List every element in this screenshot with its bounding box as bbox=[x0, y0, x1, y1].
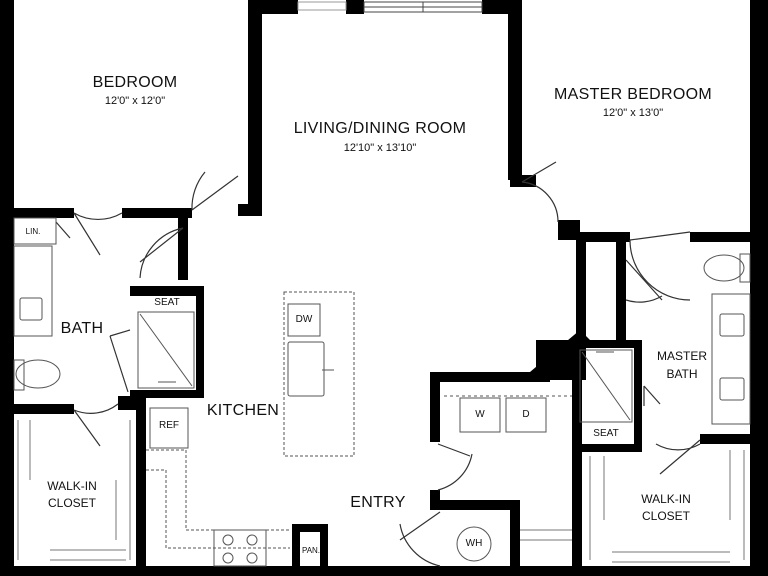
wall-seat-box bbox=[130, 286, 204, 296]
door-rcloset bbox=[655, 439, 701, 475]
fixtures bbox=[13, 217, 751, 567]
wall-mbath-inner bbox=[616, 240, 626, 340]
wall-master-bottom-c bbox=[690, 232, 750, 242]
wall-wh-box-top bbox=[440, 500, 512, 510]
room-kitchen-name: KITCHEN bbox=[206, 402, 280, 419]
bath-sink-icon bbox=[19, 297, 43, 321]
fixture-pantry-label: PAN. bbox=[301, 546, 321, 555]
room-walkin-left-line2: CLOSET bbox=[47, 496, 96, 510]
door-laundry bbox=[437, 443, 473, 491]
room-bedroom-name: BEDROOM bbox=[92, 74, 178, 91]
kitchen-counter bbox=[146, 449, 290, 531]
kitchen-island bbox=[283, 291, 355, 457]
wall-mbath-seat-right bbox=[634, 340, 642, 450]
refrigerator bbox=[149, 407, 189, 449]
room-master-bath-line1: MASTER bbox=[656, 349, 707, 363]
door-entry bbox=[399, 511, 441, 567]
fixture-dryer-label: D bbox=[522, 409, 530, 420]
fixture-water-heater-label: WH bbox=[465, 538, 483, 549]
door-mbath-closet bbox=[625, 259, 663, 303]
wall-laundry-diagonal bbox=[530, 330, 590, 382]
wall-left bbox=[0, 0, 14, 576]
wall-pantry bbox=[292, 524, 328, 532]
bath-vanity bbox=[13, 245, 53, 337]
dishwasher bbox=[287, 303, 321, 337]
wall-rcloset-left bbox=[572, 340, 582, 566]
wall-top-mid bbox=[346, 0, 364, 14]
wall-pantry-right bbox=[320, 524, 328, 566]
wall-closet-right bbox=[136, 396, 146, 566]
door-bath-shower bbox=[109, 329, 131, 393]
wall-mbath-seat bbox=[572, 340, 642, 348]
island-sink bbox=[287, 341, 325, 397]
fixture-seat-left-label: SEAT bbox=[154, 297, 180, 308]
dryer bbox=[505, 397, 547, 433]
room-living-size: 12'10" x 13'10" bbox=[343, 142, 417, 154]
door-bedroom bbox=[191, 171, 239, 211]
wall-mbath-left bbox=[576, 240, 586, 340]
wall-top-right bbox=[508, 0, 518, 10]
windows bbox=[297, 1, 483, 13]
wall-master-left bbox=[508, 0, 522, 180]
room-master-bedroom-name: MASTER BEDROOM bbox=[554, 86, 712, 103]
wall-bottom bbox=[0, 566, 768, 576]
wall-bedroom-right bbox=[248, 0, 262, 214]
doors bbox=[55, 161, 701, 567]
wall-bedroom-bottom-c bbox=[238, 204, 262, 216]
fixture-seat-right-label: SEAT bbox=[593, 428, 619, 439]
closet-left-shelves bbox=[17, 420, 131, 561]
fixture-washer-label: W bbox=[475, 409, 485, 420]
mbath-vanity bbox=[711, 293, 751, 425]
wall-master-bottom-b bbox=[580, 232, 630, 242]
shower-left bbox=[137, 311, 195, 389]
room-master-bedroom-size: 12'0" x 13'0" bbox=[602, 107, 664, 119]
room-entry-name: ENTRY bbox=[350, 494, 406, 511]
wall-pantry-left bbox=[292, 524, 300, 566]
room-walkin-right-line1: WALK-IN bbox=[641, 492, 691, 506]
wall-master-bottom-a bbox=[558, 220, 580, 240]
wall-bedroom-bottom-a bbox=[14, 208, 74, 218]
room-living-name: LIVING/DINING ROOM bbox=[293, 120, 467, 137]
wall-laundry-left bbox=[430, 372, 440, 442]
door-lin bbox=[55, 221, 71, 239]
toilet-left-icon bbox=[15, 359, 61, 389]
door-lcloset bbox=[73, 403, 119, 447]
stove bbox=[213, 529, 267, 567]
wall-laundry-top bbox=[430, 372, 550, 382]
water-heater-icon bbox=[456, 526, 492, 562]
door-master bbox=[521, 161, 559, 223]
door-bedroom-bath bbox=[73, 212, 123, 256]
door-bath-hall bbox=[139, 227, 184, 279]
wall-wh-box-right bbox=[510, 500, 520, 566]
door-mbath-shower bbox=[643, 385, 661, 406]
fixture-linen-label: LIN. bbox=[25, 227, 41, 236]
wall-seat-bottom bbox=[130, 390, 204, 398]
room-bath-name: BATH bbox=[60, 320, 104, 337]
window-living-small bbox=[297, 1, 347, 11]
wall-top-left bbox=[248, 0, 298, 14]
door-mbath bbox=[629, 231, 691, 301]
room-walkin-right-line2: CLOSET bbox=[641, 509, 690, 523]
toilet-right-icon bbox=[703, 254, 745, 282]
fixture-refrigerator-label: REF bbox=[159, 420, 179, 431]
room-master-bath-line2: BATH bbox=[666, 367, 698, 381]
closet-right-shelves bbox=[589, 450, 745, 563]
wall-rcloset-top-b bbox=[700, 434, 750, 444]
wall-laundry-left-b bbox=[430, 490, 440, 510]
washer bbox=[459, 397, 501, 433]
linen-closet bbox=[13, 217, 57, 245]
wall-mbath-seat-bottom bbox=[572, 444, 642, 452]
wall-seat-right bbox=[196, 286, 204, 398]
room-bedroom-size: 12'0" x 12'0" bbox=[104, 95, 166, 107]
wall-right bbox=[750, 0, 768, 576]
wall-bedroom-bottom-b bbox=[122, 208, 192, 218]
fixture-dishwasher-label: DW bbox=[295, 314, 313, 325]
shower-right bbox=[579, 349, 633, 423]
wall-bath-right bbox=[178, 214, 188, 280]
room-walkin-left-line1: WALK-IN bbox=[47, 479, 97, 493]
wall-bath-bottom-a bbox=[14, 404, 74, 414]
hall-closet-shelves bbox=[520, 529, 572, 541]
